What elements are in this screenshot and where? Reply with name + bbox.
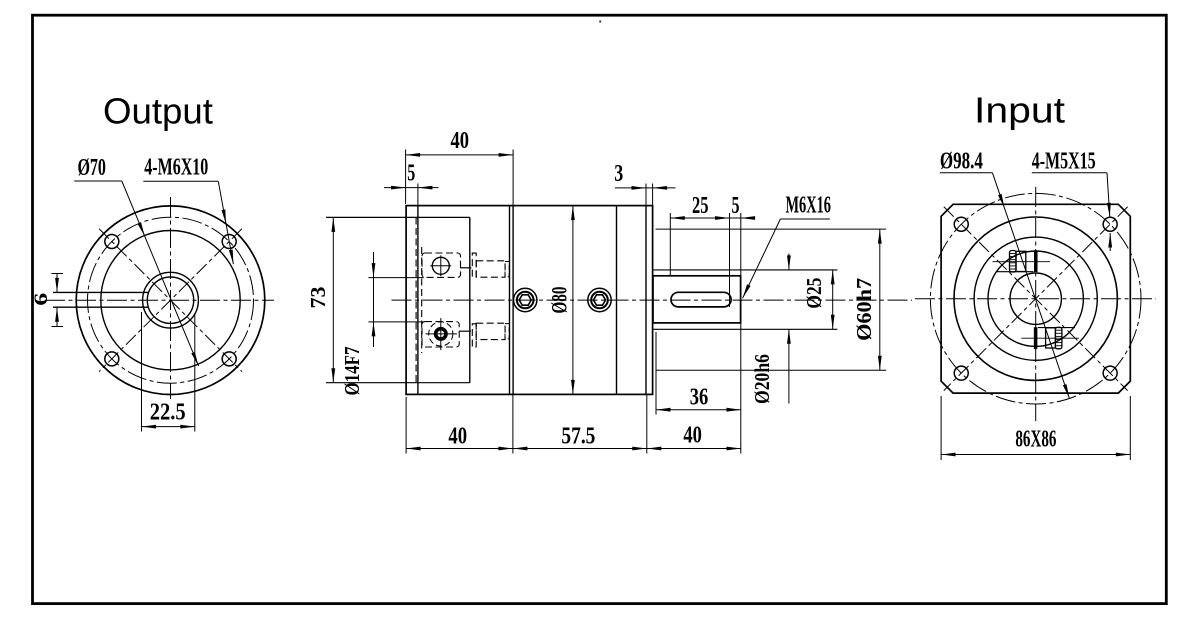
svg-text:Output: Output: [103, 91, 213, 132]
svg-text:5: 5: [732, 193, 740, 219]
svg-text:36: 36: [690, 385, 709, 411]
svg-text:5: 5: [407, 161, 415, 187]
svg-text:Ø70: Ø70: [77, 155, 106, 181]
svg-text:22.5: 22.5: [150, 400, 186, 426]
svg-text:6: 6: [31, 293, 52, 306]
svg-text:3: 3: [614, 161, 623, 187]
svg-text:Ø20h6: Ø20h6: [750, 354, 774, 404]
svg-text:86X86: 86X86: [1015, 427, 1056, 453]
svg-text:25: 25: [692, 193, 709, 219]
svg-text:73: 73: [306, 287, 330, 309]
svg-text:4-M6X10: 4-M6X10: [144, 155, 208, 181]
svg-text:40: 40: [683, 423, 702, 449]
svg-text:Ø98.4: Ø98.4: [940, 149, 983, 175]
svg-text:40: 40: [450, 128, 469, 154]
svg-text:57.5: 57.5: [561, 424, 595, 450]
svg-text:M6X16: M6X16: [785, 193, 831, 219]
svg-text:Ø25: Ø25: [802, 278, 826, 309]
svg-text:Ø14F7: Ø14F7: [340, 347, 364, 396]
svg-text:Ø60h7: Ø60h7: [852, 278, 876, 341]
svg-text:Input: Input: [974, 89, 1065, 130]
svg-text:4-M5X15: 4-M5X15: [1032, 149, 1096, 175]
svg-text:40: 40: [448, 424, 467, 450]
